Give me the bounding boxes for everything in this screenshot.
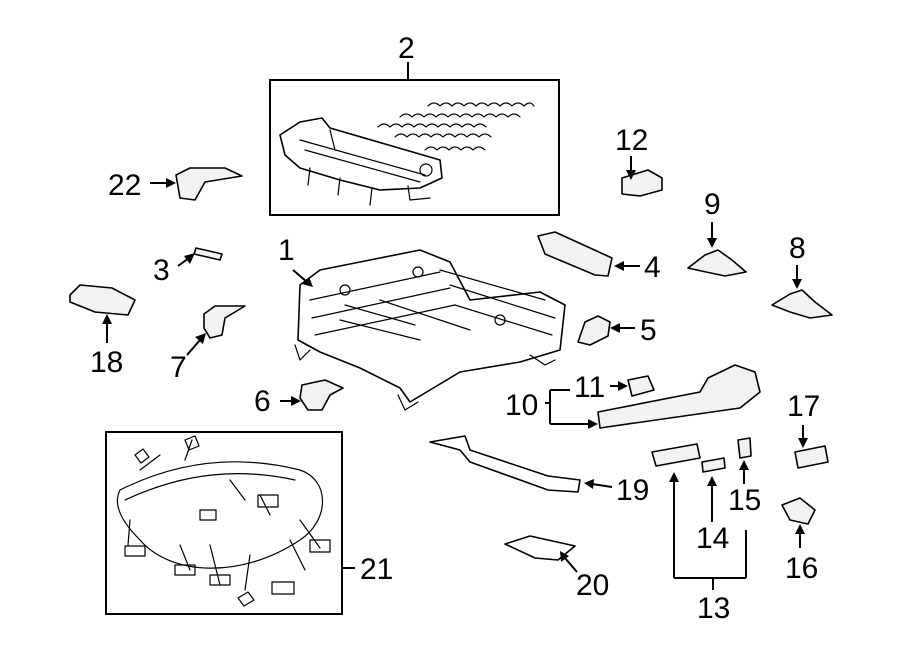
part-13-switch — [651, 443, 701, 467]
part-9-bracket — [687, 249, 747, 277]
part-19-cross-bar — [429, 435, 581, 493]
part-7-cover — [203, 305, 246, 339]
callout-7: 7 — [170, 351, 187, 384]
callout-15: 15 — [728, 484, 761, 517]
callout-8: 8 — [789, 232, 806, 265]
callout-19: 19 — [616, 474, 649, 507]
callout-3: 3 — [153, 254, 170, 287]
part-21-box — [105, 431, 343, 615]
callout-14: 14 — [696, 522, 729, 555]
callout-20: 20 — [576, 569, 609, 602]
callout-1: 1 — [278, 234, 295, 267]
part-10-trim-panel — [597, 364, 761, 429]
callout-9: 9 — [704, 188, 721, 221]
part-16-clip — [781, 497, 816, 525]
callout-5: 5 — [640, 314, 657, 347]
callout-11: 11 — [574, 371, 605, 404]
part-20-bracket — [504, 535, 576, 561]
callout-6: 6 — [254, 385, 271, 418]
part-8-bracket — [771, 289, 833, 319]
part-5-bracket — [577, 315, 611, 346]
callout-12: 12 — [615, 124, 648, 157]
callout-22: 22 — [108, 169, 141, 202]
part-1-seat-adjuster — [294, 249, 566, 411]
callout-2: 2 — [398, 32, 415, 65]
callout-10: 10 — [505, 389, 538, 422]
part-3-clip — [193, 247, 223, 261]
part-11-knob — [627, 375, 655, 397]
part-15-knob — [737, 437, 752, 459]
callout-4: 4 — [644, 251, 661, 284]
callout-13: 13 — [697, 592, 730, 625]
callout-16: 16 — [785, 552, 818, 585]
callout-18: 18 — [90, 346, 123, 379]
part-4-bracket — [537, 231, 613, 277]
part-2-rail-drawing — [279, 117, 443, 191]
part-2-frame-kit — [269, 62, 560, 216]
part-2-washer-rows — [377, 102, 535, 151]
part-17-connector — [794, 445, 829, 469]
part-18-switch — [69, 284, 136, 316]
part-14-knob — [701, 457, 726, 473]
callout-17: 17 — [787, 390, 820, 423]
part-2-box — [269, 79, 560, 216]
callout-labels: 2 12 22 9 1 8 3 4 5 18 7 11 6 10 17 19 1… — [90, 32, 820, 625]
part-6-cover — [299, 379, 344, 411]
leader-lines — [102, 156, 808, 590]
part-22-cover — [175, 167, 243, 201]
part-21-wire-harness — [105, 431, 355, 615]
callout-21: 21 — [360, 553, 393, 586]
